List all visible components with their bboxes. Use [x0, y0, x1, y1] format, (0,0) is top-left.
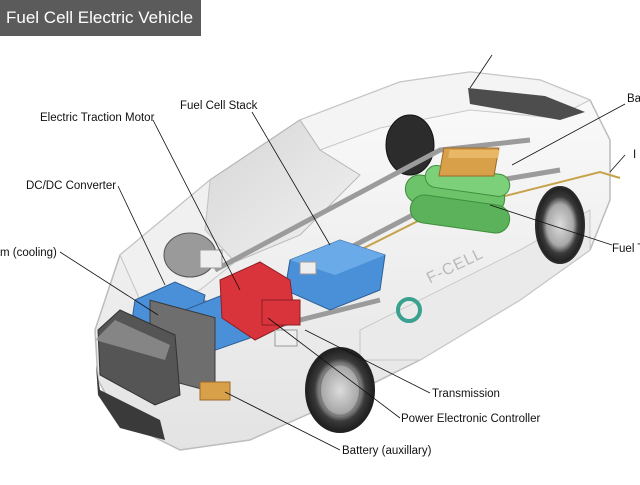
front-wheel — [305, 347, 375, 433]
label-fuel-cell-stack: Fuel Cell Stack — [180, 100, 258, 112]
rear-glass — [468, 88, 585, 120]
label-power-electronic-controller: Power Electronic Controller — [401, 413, 541, 425]
page-title: Fuel Cell Electric Vehicle — [0, 0, 201, 36]
label-battery-auxiliary: Battery (auxillary) — [342, 445, 432, 457]
label-thermal-system: m (cooling) — [0, 247, 57, 259]
main-battery — [438, 147, 500, 177]
fcell-logo — [396, 297, 422, 323]
front-grille — [95, 309, 181, 440]
front-components — [131, 249, 317, 401]
rear-wheel — [535, 186, 585, 264]
label-fuel-inlet: I — [633, 149, 637, 161]
hydrogen-line — [319, 170, 621, 271]
label-dcdc-converter: DC/DC Converter — [26, 180, 117, 192]
side-sill — [359, 209, 591, 361]
label-transmission: Transmission — [432, 388, 500, 400]
callout-lines — [59, 54, 626, 451]
label-battery: Ba — [627, 93, 640, 105]
label-electric-traction-motor: Electric Traction Motor — [40, 112, 155, 124]
label-fuel-tank: Fuel T — [612, 243, 640, 255]
